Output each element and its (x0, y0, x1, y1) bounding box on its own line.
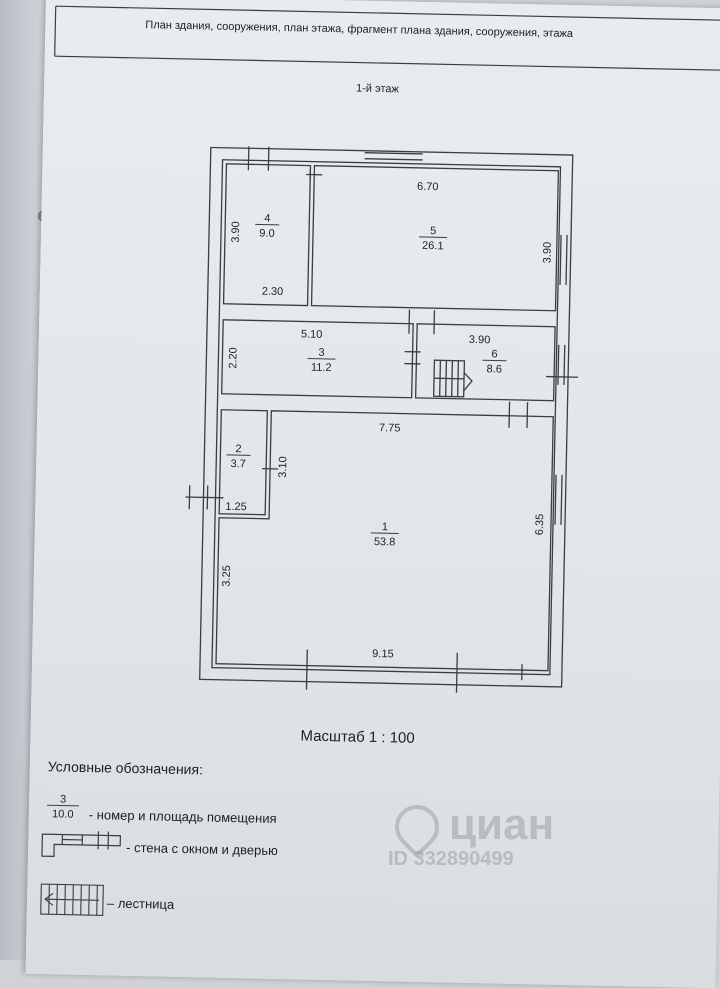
legend-wall-label: - стена с окном и дверью (126, 840, 278, 858)
document-sheet: План здания, сооружения, план этажа, фра… (25, 0, 720, 988)
legend-sample-number: 3 (60, 793, 66, 805)
legend-stairs-symbol (41, 884, 104, 915)
legend-wall-symbol (42, 830, 121, 858)
watermark-brand: циан (395, 800, 554, 850)
watermark-id: ID 332890499 (388, 848, 514, 871)
legend-stairs-label: – лестница (107, 895, 175, 911)
legend-sample-area: 10.0 (52, 808, 74, 820)
